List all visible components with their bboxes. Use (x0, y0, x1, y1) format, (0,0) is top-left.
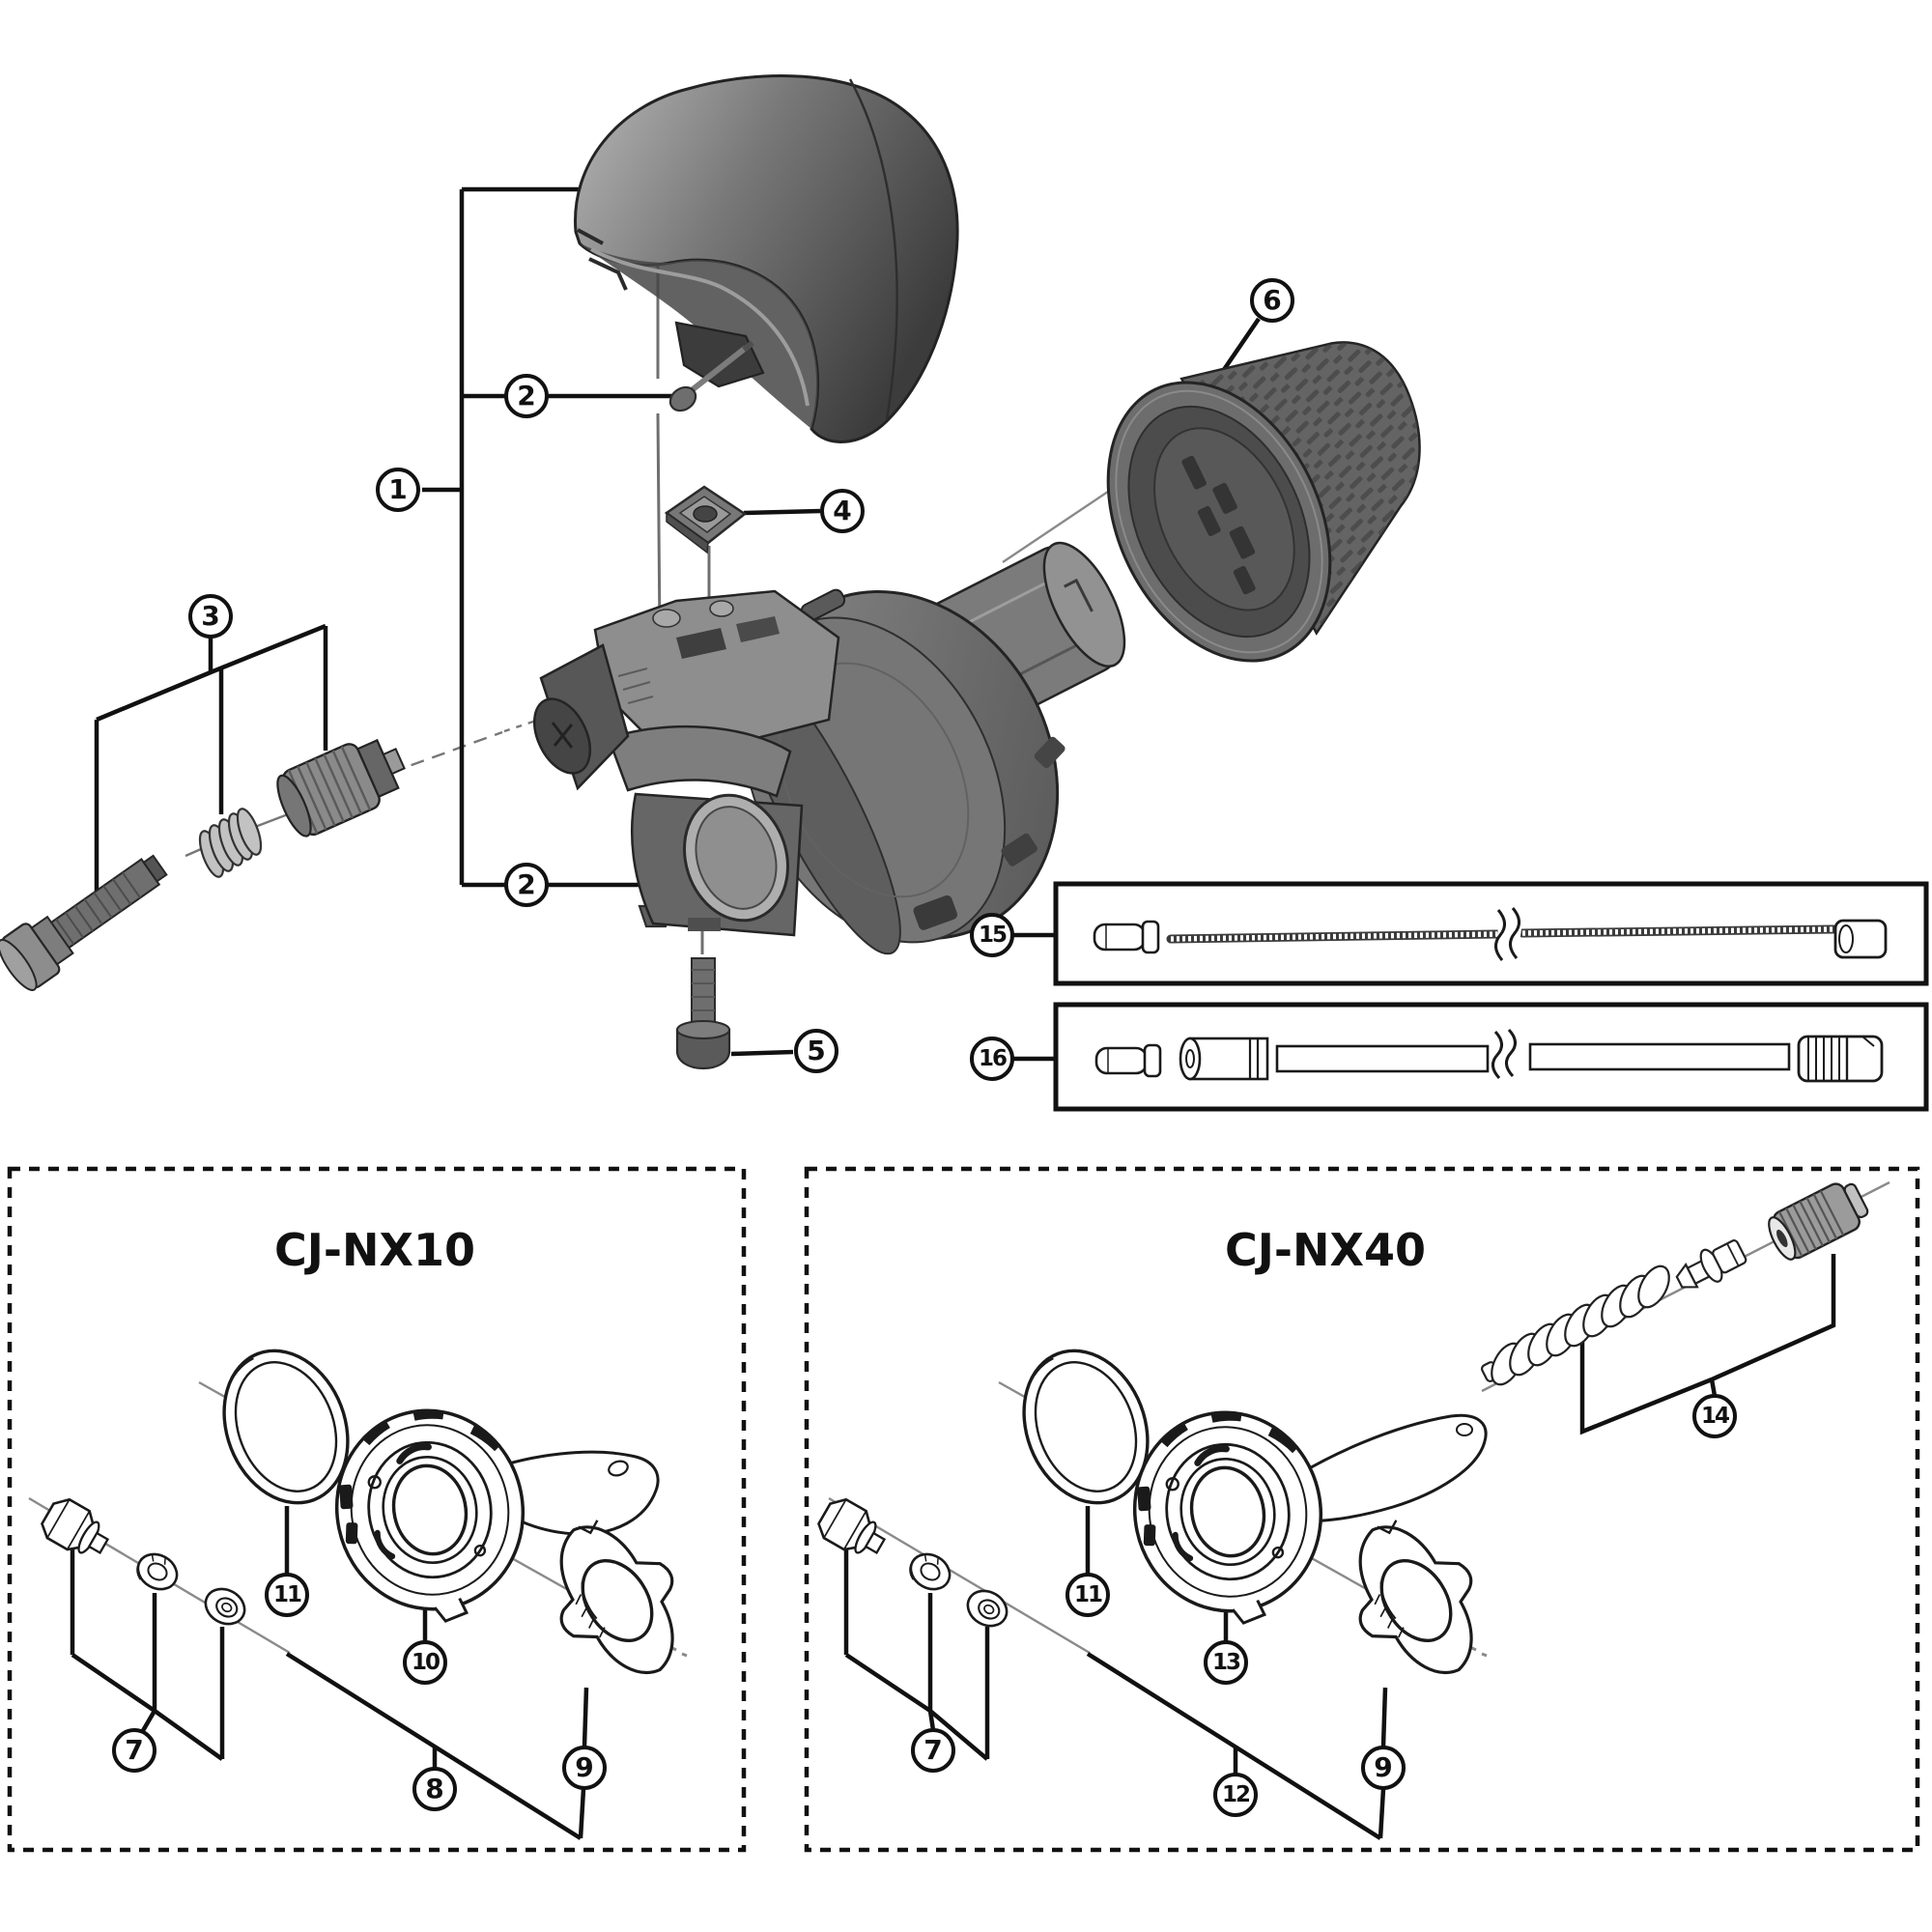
callout-2-1: 2 (504, 374, 549, 418)
adjuster-spring-nx40 (1480, 1264, 1670, 1386)
adjuster-bolt-nx40 (1675, 1239, 1747, 1289)
callout-8-10: 8 (412, 1767, 457, 1811)
cable-anchor-bolt (0, 854, 168, 991)
barrel-adjuster (276, 738, 406, 838)
callout-4-4: 4 (820, 489, 865, 533)
outer-casing-box (1053, 1002, 1929, 1112)
callout-1-0: 1 (376, 468, 420, 512)
clamp-bolt (675, 957, 731, 1070)
callout-2-2: 2 (504, 863, 549, 907)
shifter-body (532, 541, 1126, 955)
cj-nx40-box (804, 1166, 1920, 1853)
inner-cable-box (1053, 881, 1929, 986)
callout-9-11: 9 (562, 1746, 607, 1790)
cj-nx40-title: CJ-NX40 (1225, 1224, 1426, 1276)
callout-9-15: 9 (1361, 1746, 1406, 1790)
callout-7-9: 7 (112, 1728, 156, 1773)
top-cover (574, 74, 959, 443)
barrel-adjuster-nx40 (1768, 1182, 1869, 1261)
nut-plate (664, 485, 748, 554)
callout-7-14: 7 (911, 1728, 955, 1773)
callout-14-19: 14 (1692, 1394, 1737, 1438)
callout-16-8: 16 (970, 1037, 1014, 1081)
callout-12-17: 12 (1213, 1773, 1258, 1817)
adjuster-spring (198, 808, 263, 878)
callout-13-18: 13 (1204, 1640, 1248, 1685)
grip-cover (1106, 341, 1421, 663)
cj-nx10-title: CJ-NX10 (274, 1224, 475, 1276)
callout-10-12: 10 (403, 1640, 447, 1685)
callout-15-7: 15 (970, 913, 1014, 957)
callout-6-6: 6 (1250, 278, 1294, 323)
callout-11-13: 11 (265, 1573, 309, 1617)
callout-3-3: 3 (188, 594, 233, 639)
cj-nx10-box (7, 1166, 747, 1853)
cover-screw-top (668, 340, 754, 412)
callout-5-5: 5 (794, 1029, 838, 1073)
callout-11-16: 11 (1065, 1573, 1110, 1617)
